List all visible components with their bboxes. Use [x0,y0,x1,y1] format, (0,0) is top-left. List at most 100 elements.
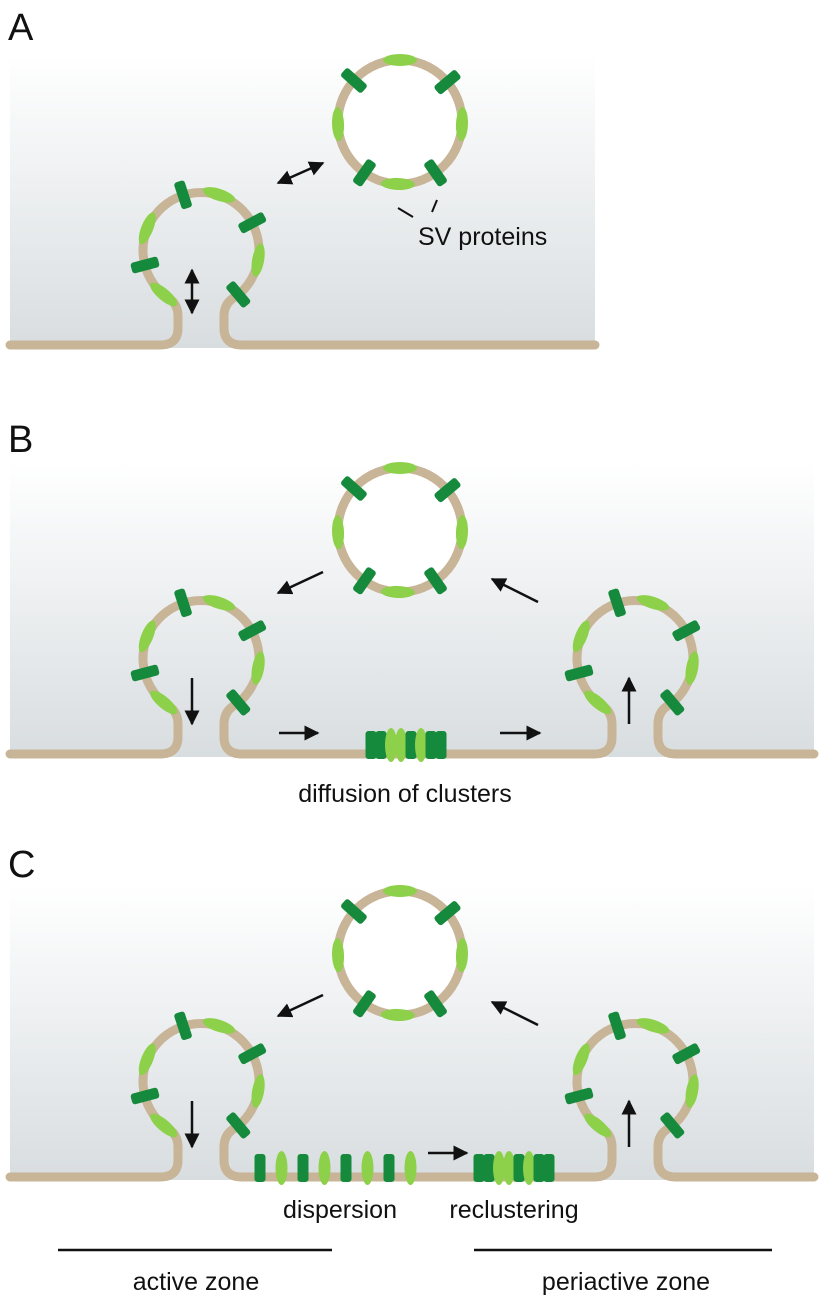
sv-protein-dark [434,70,461,95]
sv-protein-light [383,462,417,474]
sv-proteins-b [130,462,701,716]
sv-protein-dark [608,1011,626,1041]
sv-protein-light [383,54,417,66]
dispersion-label: dispersion [283,1196,397,1224]
sv-protein-dark [130,664,160,682]
sv-protein-light [380,177,415,190]
panel-letter-b: B [8,419,33,461]
sv-protein-light [150,690,178,715]
label-leader-1 [397,207,414,218]
sv-protein-dark [543,1154,555,1182]
sv-protein-light [572,1043,590,1076]
panel-a: SV proteins A [5,7,600,350]
sv-protein-dark [174,1011,192,1041]
sv-proteins-c [130,885,701,1139]
sv-protein-light [251,243,265,277]
sv-protein-dark [254,1154,266,1182]
sv-protein-dark [341,68,367,93]
sv-protein-light [202,187,236,203]
sv-protein-light [150,1113,178,1138]
arrow-from-right-vesicle-b [490,577,539,604]
sv-protein-light [202,595,236,611]
sv-protein-dark [365,731,377,759]
sv-protein-dark [353,159,376,187]
sv-protein-dark [672,1043,701,1065]
sv-protein-light [275,1151,288,1185]
sv-protein-dark [174,180,192,210]
sv-protein-light [383,885,417,897]
sv-protein-dark [130,1087,160,1105]
sv-protein-dark [405,731,417,759]
sv-protein-light [138,212,156,245]
sv-protein-dark [226,1112,251,1139]
sv-protein-dark [238,620,267,642]
sv-protein-light [202,1018,236,1034]
sv-protein-dark [660,689,685,716]
sv-protein-dark [473,1154,485,1182]
sv-protein-light [332,938,345,973]
sv-protein-dark [353,567,376,595]
sv-protein-light [361,1151,374,1185]
sv-protein-dark [424,159,447,187]
sv-protein-light [385,728,397,762]
sv-protein-dark [483,1154,495,1182]
sv-protein-light [455,938,468,973]
reclustering-label: reclustering [449,1196,578,1224]
sv-protein-dark [226,281,251,308]
sv-protein-dark [238,212,267,234]
sv-protein-dark [297,1154,309,1182]
periactive-zone-label: periactive zone [542,1268,710,1296]
diffusion-label: diffusion of clusters [298,780,512,808]
sv-protein-light [685,1074,699,1108]
sv-protein-light [584,1113,612,1138]
sv-protein-dark [533,1154,545,1182]
sv-protein-light [415,728,427,762]
sv-protein-dark [375,731,387,759]
sv-protein-dark [340,1154,352,1182]
sv-protein-light [584,690,612,715]
sv-protein-light [380,1008,415,1021]
sv-protein-light [455,515,468,550]
sv-protein-dark [424,990,447,1018]
cytoplasm-background-a [10,55,595,348]
sv-protein-light [685,651,699,685]
arrow-to-left-vesicle-b [276,570,324,595]
sv-protein-dark [434,901,461,926]
arrow-from-right-vesicle-c [490,1000,539,1027]
sv-protein-dark [425,731,437,759]
sv-protein-dark [513,1154,525,1182]
dispersed-proteins-c [254,1151,417,1185]
sv-protein-dark [564,1087,594,1105]
sv-protein-light [150,282,178,307]
protein-cluster-b [365,728,447,762]
sv-protein-dark [341,899,367,924]
sv-protein-dark [130,256,160,274]
sv-protein-light [636,595,670,611]
sv-protein-light [523,1151,535,1185]
sv-protein-light [251,651,265,685]
sv-protein-light [572,620,590,653]
sv-proteins-a [130,54,468,308]
sv-protein-light [138,1043,156,1076]
sv-protein-light [380,585,415,598]
panel-b: diffusion of clusters B [5,419,819,808]
sv-protein-dark [226,689,251,716]
panel-letter-a: A [8,7,34,49]
sv-protein-dark [434,478,461,503]
active-zone-label: active zone [133,1268,259,1296]
arrow-vesicle-exchange-a [276,161,325,185]
sv-protein-light [332,515,345,550]
sv-protein-light [503,1151,515,1185]
sv-protein-light [455,107,468,142]
panel-letter-c: C [8,844,35,886]
plasma-membrane-a [5,188,600,350]
sv-protein-dark [353,990,376,1018]
sv-protein-light [493,1151,505,1185]
sv-protein-light [251,1074,265,1108]
sv-protein-dark [383,1154,395,1182]
sv-protein-light [395,728,407,762]
sv-protein-dark [424,567,447,595]
sv-protein-dark [564,664,594,682]
sv-protein-dark [341,476,367,501]
